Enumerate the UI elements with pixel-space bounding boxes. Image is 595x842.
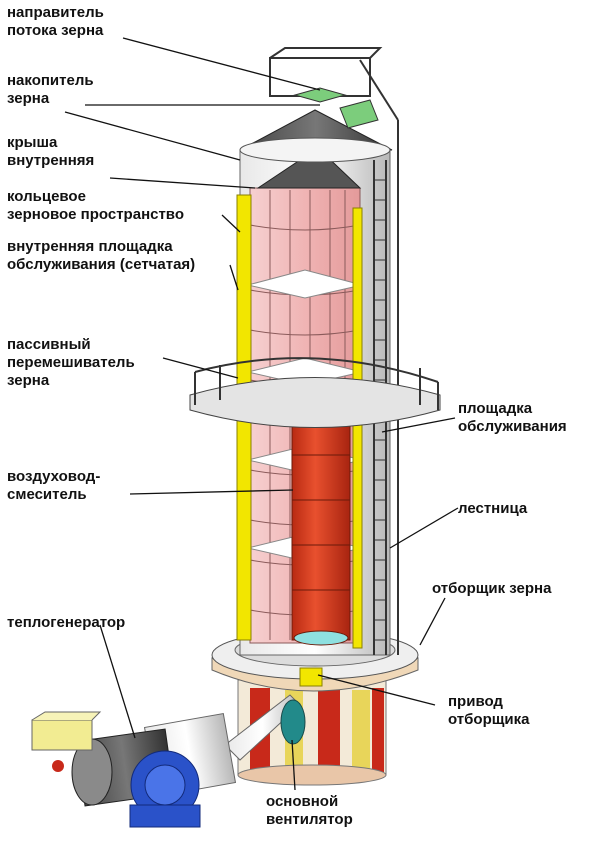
leader-flow-guide xyxy=(122,37,321,91)
heat-generator-assembly xyxy=(31,694,306,828)
label-grain-sampler: отборщик зерна xyxy=(432,580,552,597)
leader-grain-sampler xyxy=(419,597,446,646)
label-service-platform: площадка обслуживания xyxy=(458,400,567,435)
leader-air-duct xyxy=(129,489,294,495)
leader-inner-roof xyxy=(109,177,256,189)
label-flow-guide: направитель потока зерна xyxy=(7,4,104,39)
leader-inner-platform xyxy=(229,264,239,291)
label-inner-roof: крыша внутренняя xyxy=(7,134,95,169)
leader-ladder xyxy=(389,507,459,549)
leader-sampler-drive xyxy=(317,674,436,706)
leader-passive-mixer xyxy=(162,357,239,379)
label-inner-platform: внутренняя площадка обслуживания (сетчат… xyxy=(7,238,196,273)
label-grain-accumulator: накопитель зерна xyxy=(7,72,94,107)
leader-service-platform xyxy=(381,417,456,433)
roof-section xyxy=(239,47,399,189)
leader-main-fan xyxy=(291,739,296,791)
leader-lines xyxy=(64,37,459,791)
mid-service-platform xyxy=(189,357,441,428)
leader-accumulator-roof xyxy=(64,111,241,161)
leader-annular-space xyxy=(221,214,241,233)
label-air-duct: воздуховод- смеситель xyxy=(7,468,101,503)
label-heat-generator: теплогенератор xyxy=(7,614,126,631)
label-sampler-drive: привод отборщика xyxy=(448,693,530,728)
label-passive-mixer: пассивный перемешиватель зерна xyxy=(7,336,135,389)
label-annular-space: кольцевое зерновое пространство xyxy=(7,188,184,223)
label-ladder: лестница xyxy=(458,500,528,517)
label-main-fan: основной вентилятор xyxy=(266,793,353,828)
leader-heat-generator xyxy=(99,624,136,739)
